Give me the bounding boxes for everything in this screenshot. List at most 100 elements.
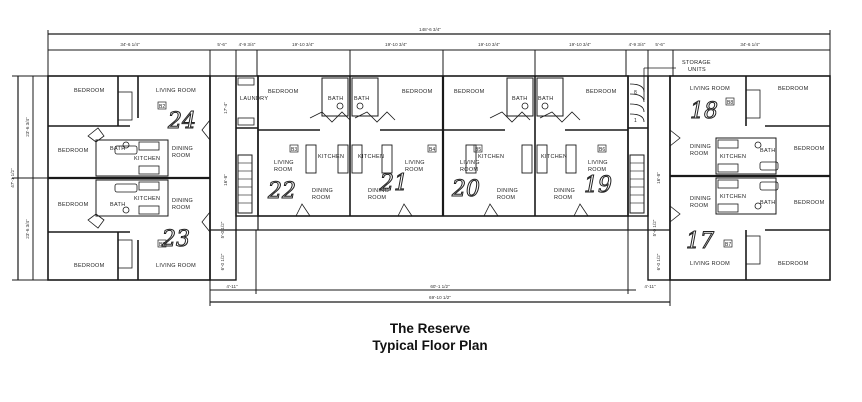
room-label-dining: DINING	[497, 188, 518, 194]
handwritten-unit-number: 17	[686, 229, 714, 254]
room-label-bath: BATH	[354, 96, 369, 102]
unit-type-badge: B3	[291, 147, 297, 153]
room-label-kitchen: KITCHEN	[541, 154, 567, 160]
dim-left-overall: 47'-1 1/2"	[10, 168, 15, 188]
room-label-room: ROOM	[274, 167, 292, 173]
room-label-bedroom: BEDROOM	[794, 146, 825, 152]
handwritten-unit-number: 19	[584, 173, 612, 198]
room-label-room: ROOM	[497, 195, 515, 201]
unit-type-badge: B2	[159, 104, 165, 110]
room-label-bath: BATH	[512, 96, 527, 102]
room-label-dining: DINING	[172, 198, 193, 204]
dim-bottom-left: 4'-11"	[226, 284, 238, 289]
storage-callout-sub: UNITS	[688, 67, 706, 73]
dim-overall-top: 148'-6 3/4"	[419, 27, 441, 32]
dim-bottom-inner: 60'-1 1/2"	[430, 284, 450, 289]
dim-left-lower: 23'-6 3/4"	[25, 219, 30, 239]
dim-bottom-overall: 69'-10 1/2"	[429, 295, 451, 300]
room-label-bedroom: BEDROOM	[454, 89, 485, 95]
room-label-bath: BATH	[760, 148, 775, 154]
left-dimension-lines	[12, 75, 48, 281]
dim-top-seg: 19'-10 3/4"	[569, 42, 591, 47]
plan-title: The Reserve	[389, 321, 471, 336]
room-label-living: LIVING	[274, 160, 294, 166]
dim-corridor: 5'-0 1/2"	[220, 221, 225, 238]
handwritten-unit-number: 21	[379, 171, 408, 196]
room-label-kitchen: KITCHEN	[318, 154, 344, 160]
room-label-living: LIVING	[405, 160, 425, 166]
handwritten-unit-number: 24	[167, 109, 196, 134]
center-corridor	[210, 216, 670, 231]
dim-corridor: 6'-0 1/2"	[220, 253, 225, 270]
room-label-kitchen: KITCHEN	[134, 196, 160, 202]
bottom-dimension-lines	[209, 230, 671, 306]
handwritten-unit-number: 20	[451, 177, 480, 202]
room-label-bedroom: BEDROOM	[794, 200, 825, 206]
unit-type-badge: B8	[159, 242, 165, 248]
top-dimension-lines	[47, 30, 831, 76]
plan-subtitle: Typical Floor Plan	[372, 338, 488, 353]
unit-type-badge: B7	[725, 242, 731, 248]
dim-corridor: 16'-8"	[656, 172, 661, 184]
storage-number: 1	[634, 118, 637, 124]
room-label-dining: DINING	[172, 146, 193, 152]
room-label-living: LIVING	[460, 160, 480, 166]
dim-corridor: 17'-4"	[223, 102, 228, 114]
dim-top-seg: 19'-10 3/4"	[292, 42, 314, 47]
room-label-room: ROOM	[368, 195, 386, 201]
room-label-kitchen: KITCHEN	[358, 154, 384, 160]
room-label-dining: DINING	[554, 188, 575, 194]
plan-title-block: The Reserve Typical Floor Plan	[340, 320, 520, 354]
room-label-room: ROOM	[405, 167, 423, 173]
handwritten-unit-number: 22	[267, 179, 296, 204]
room-label-dining: DINING	[690, 196, 711, 202]
room-label-bedroom: BEDROOM	[74, 263, 105, 269]
handwritten-unit-number: 23	[161, 227, 190, 252]
room-label-bath: BATH	[328, 96, 343, 102]
storage-callout: STORAGE	[682, 60, 711, 66]
room-label-bedroom: BEDROOM	[586, 89, 617, 95]
left-corridor	[209, 75, 259, 281]
handwritten-unit-number: 18	[690, 99, 718, 124]
room-label-kitchen: KITCHEN	[478, 154, 504, 160]
dim-corridor: 5'-0 1/2"	[652, 219, 657, 236]
dim-bottom-right: 4'-11"	[644, 284, 656, 289]
dim-top-seg: 4'-9 3/4"	[629, 42, 646, 47]
room-label-bedroom: BEDROOM	[778, 86, 809, 92]
room-label-room: ROOM	[460, 167, 478, 173]
room-label-living: LIVING	[588, 160, 608, 166]
unit-type-badge: B5	[475, 147, 481, 153]
room-label-room: ROOM	[690, 203, 708, 209]
room-label-bath: BATH	[760, 200, 775, 206]
unit-type-badge: B8	[727, 100, 733, 106]
room-label-bath: BATH	[538, 96, 553, 102]
room-label-bedroom: BEDROOM	[58, 202, 89, 208]
room-label-bath: BATH	[110, 146, 125, 152]
dim-top-seg: 34'-6 1/4"	[740, 42, 760, 47]
unit-type-badge: B4	[429, 147, 435, 153]
room-label-kitchen: KITCHEN	[720, 154, 746, 160]
room-label-room: ROOM	[690, 151, 708, 157]
room-label-room: ROOM	[312, 195, 330, 201]
center-block	[257, 75, 629, 217]
room-label-bedroom: BEDROOM	[268, 89, 299, 95]
room-label-living-room: LIVING ROOM	[690, 86, 730, 92]
room-label-kitchen: KITCHEN	[720, 194, 746, 200]
right-wing	[669, 75, 831, 281]
room-label-living-room: LIVING ROOM	[690, 261, 730, 267]
room-label-room: ROOM	[554, 195, 572, 201]
room-label-dining: DINING	[368, 188, 389, 194]
room-label-room: ROOM	[172, 153, 190, 159]
dim-corridor: 16'-8"	[223, 174, 228, 186]
room-label-kitchen: KITCHEN	[134, 156, 160, 162]
room-label-bedroom: BEDROOM	[58, 148, 89, 154]
room-label-living-room: LIVING ROOM	[156, 263, 196, 269]
room-label-dining: DINING	[312, 188, 333, 194]
room-label-bedroom: BEDROOM	[74, 88, 105, 94]
dim-left-upper: 23'-6 3/4"	[25, 117, 30, 137]
storage-number: 8	[634, 90, 637, 96]
dim-top-seg: 34'-6 1/4"	[120, 42, 140, 47]
unit-type-badge: B6	[599, 147, 605, 153]
room-label-bedroom: BEDROOM	[402, 89, 433, 95]
